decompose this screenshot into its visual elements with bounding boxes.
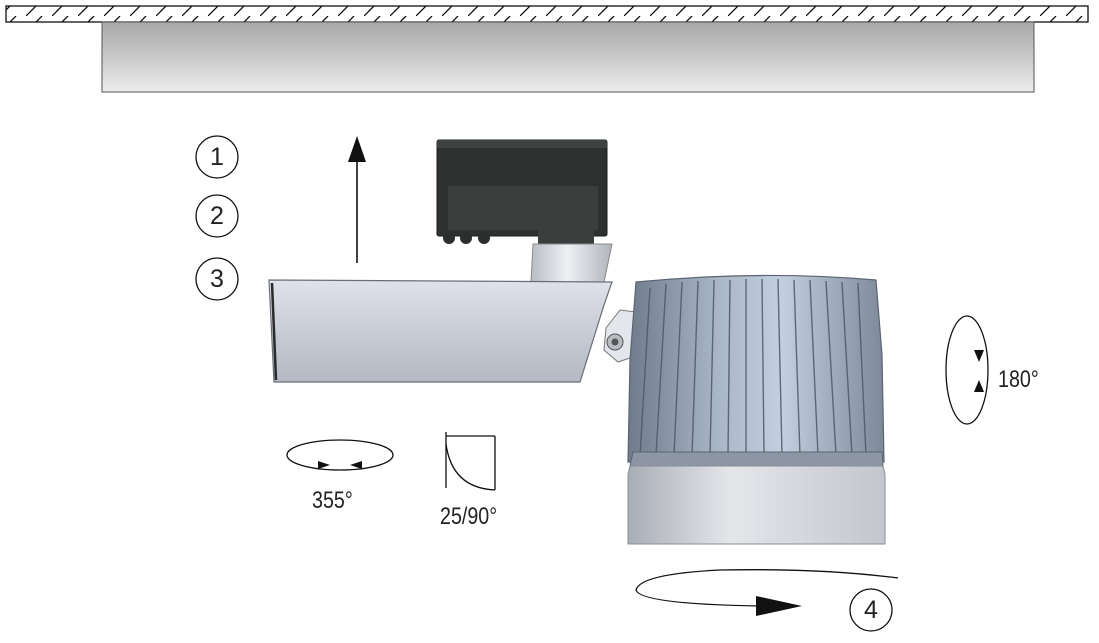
step-1-circle [195,135,239,179]
track-adapter [436,139,608,244]
ceiling [5,5,1089,93]
step-4-circle [849,588,893,632]
tilt-angle-symbol [445,432,496,491]
step-3-label: 3 [210,265,224,293]
rotation-180-label: 180° [998,366,1039,393]
step-2-label: 2 [210,202,224,230]
step-2-circle [195,194,239,238]
lift-arrow [348,136,366,263]
tilt-angle-label: 25/90° [440,503,498,530]
step-4-label: 4 [864,596,878,624]
step-3-circle [195,257,239,301]
driver-housing [268,279,613,383]
rotation-355-symbol [286,439,394,471]
lamp-body [627,465,886,545]
step-1-label: 1 [210,143,224,171]
heatsink [627,274,885,467]
rotation-355-label: 355° [312,487,353,514]
step-circles [195,135,893,632]
rotation-180-symbol [945,315,989,425]
swivel-collar [530,243,613,283]
rotation-step4-arrow [635,569,899,616]
